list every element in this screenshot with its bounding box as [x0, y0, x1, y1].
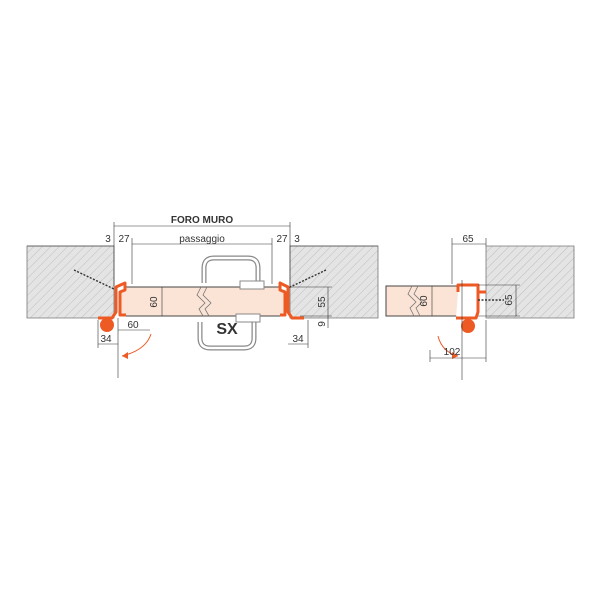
handle-top — [201, 255, 261, 283]
leaf-break-line — [196, 286, 206, 317]
door-leaf-right-view — [385, 285, 461, 317]
hand-label-sx: SX — [216, 321, 238, 338]
anchor-screw-right — [283, 269, 327, 291]
frame-profile-right-view — [456, 283, 486, 320]
dim-34-left: 34 — [100, 334, 112, 345]
door-swing-arc — [121, 333, 152, 357]
swing-arrowhead — [122, 352, 128, 359]
foro-muro-label: FORO MURO — [171, 215, 233, 226]
dim-34-right: 34 — [292, 334, 304, 345]
handle-bottom-inner — [198, 322, 256, 350]
dim-65-side: 65 — [504, 294, 515, 306]
dim-60-bottom: 60 — [127, 320, 139, 331]
handle-rosette-top — [239, 280, 265, 290]
frame-profile-right — [278, 281, 304, 320]
dim-3-right: 3 — [294, 234, 300, 245]
wall-left — [26, 245, 115, 319]
handle-rosette-bottom — [235, 313, 261, 323]
leaf-break-line-2 — [202, 286, 212, 317]
dim-27-left: 27 — [118, 234, 130, 245]
dim-60-leaf-right: 60 — [419, 295, 430, 307]
leaf-break-line-right-2 — [413, 285, 423, 317]
wall-right — [289, 245, 379, 319]
wall-right-view — [485, 245, 575, 319]
hinge-pin-right — [461, 319, 475, 333]
dim-55: 55 — [317, 296, 328, 308]
right-section-view: 65 60 65 102 — [385, 234, 575, 380]
frame-profile-left — [98, 281, 127, 320]
dim-27-right: 27 — [276, 234, 288, 245]
dim-102: 102 — [444, 347, 461, 358]
leaf-break-line-right — [407, 285, 417, 317]
anchor-screw-left — [73, 269, 117, 291]
dim-3-left: 3 — [105, 234, 111, 245]
dim-9: 9 — [317, 321, 328, 327]
hinge-pin-left — [100, 318, 114, 332]
left-section-view: FORO MURO passaggio 3 27 27 3 60 55 9 34… — [26, 215, 379, 378]
swing-arrowhead-right — [452, 352, 458, 359]
dim-60-leaf: 60 — [149, 296, 160, 308]
dim-65-top: 65 — [462, 234, 474, 245]
handle-top-inner — [202, 256, 260, 283]
passaggio-label: passaggio — [179, 234, 225, 245]
